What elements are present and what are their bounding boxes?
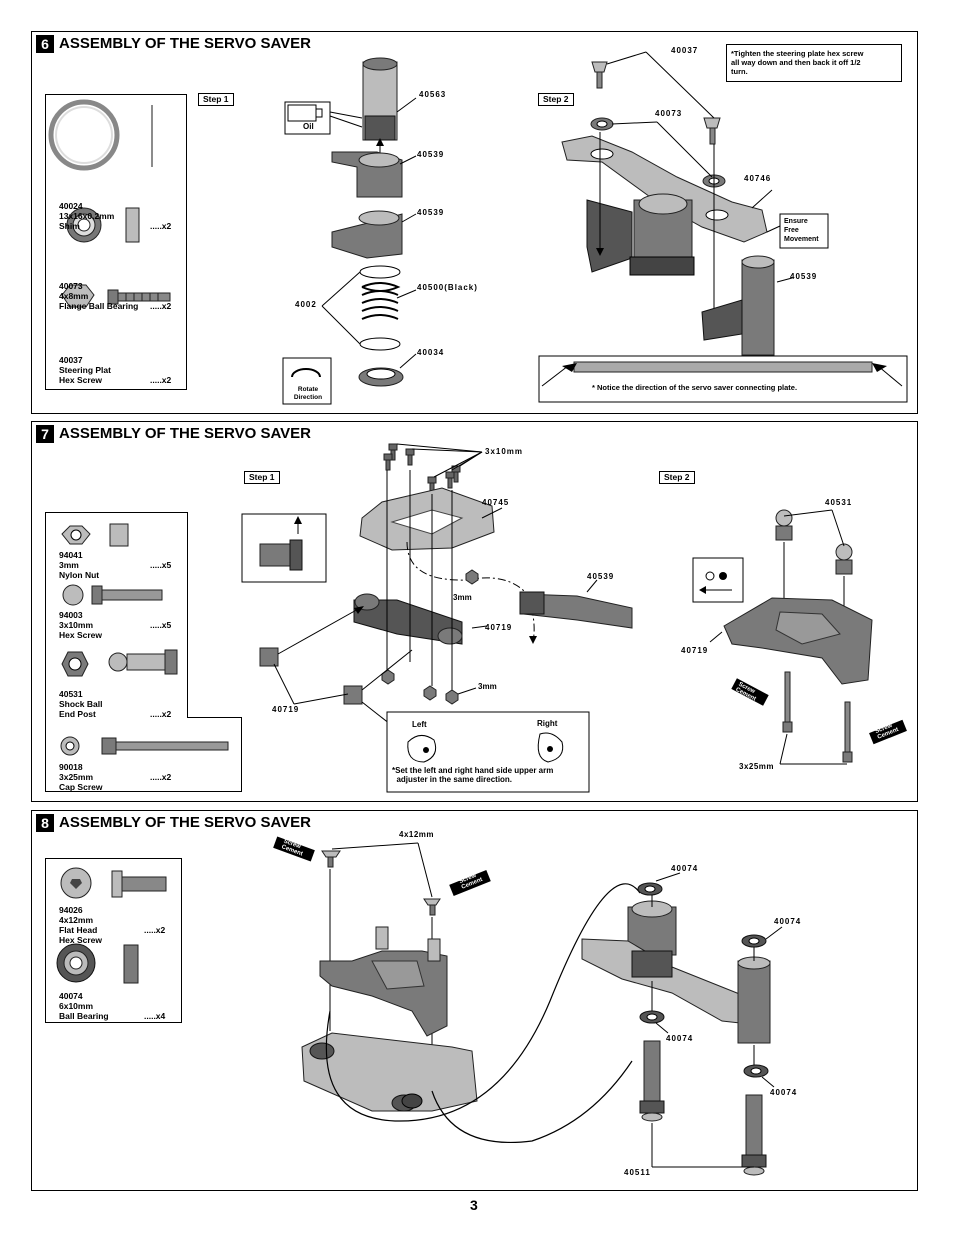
label-40074: 40074: [774, 917, 802, 926]
servo-saver-notice: * Notice the direction of the servo save…: [592, 383, 798, 392]
part-qty: .....x2: [144, 925, 166, 935]
label-3x10mm: 3x10mm: [485, 447, 524, 456]
label-40073: 40073: [655, 109, 683, 118]
label-40074: 40074: [666, 1034, 694, 1043]
label-40719: 40719: [681, 646, 709, 655]
part-qty: .....x2: [150, 772, 172, 782]
page-number: 3: [470, 1197, 478, 1213]
section-number: 6: [36, 35, 54, 53]
part-desc: 13x16x0.2mm: [59, 211, 115, 221]
part-code: 94003: [59, 610, 83, 620]
part-desc: 3x25mm: [59, 772, 94, 782]
step-2-illustration: [538, 51, 908, 403]
step-1-label: Step 1: [244, 471, 280, 484]
part-name: Flat Head: [59, 925, 98, 935]
label-oil: Oil: [303, 122, 314, 131]
label-40719: 40719: [485, 623, 513, 632]
part-qty: .....x5: [150, 560, 172, 570]
parts-illustrations: [60, 523, 229, 756]
part-name: Nylon Nut: [59, 570, 100, 580]
part-name: End Post: [59, 709, 96, 719]
step-1-illustration: [282, 57, 417, 405]
part-name: Flange Ball Bearing: [59, 301, 139, 311]
label-40531: 40531: [825, 498, 853, 507]
servo-saver-final-illustration: [273, 836, 783, 1176]
part-code: 94026: [59, 905, 83, 915]
section-number: 8: [36, 814, 54, 832]
label-right: Right: [537, 719, 558, 728]
adjuster-note: *Set the left and right hand side upper …: [392, 766, 554, 784]
part-desc: 4x8mm: [59, 291, 89, 301]
section-6: 6 ASSEMBLY OF THE SERVO SAVER 40024 13x1…: [31, 31, 918, 414]
part-qty: .....x2: [150, 301, 172, 311]
label-40539: 40539: [417, 150, 445, 159]
part-name: Shim: [59, 221, 80, 231]
parts-illustrations: [48, 99, 171, 308]
label-40034: 40034: [417, 348, 445, 357]
tighten-note-box: *Tighten the steering plate hex screw al…: [726, 44, 902, 82]
part-code: 40531: [59, 689, 83, 699]
part-qty: .....x2: [150, 221, 172, 231]
label-40563: 40563: [419, 90, 447, 99]
label-40500: 40500(Black): [417, 283, 478, 292]
label-4x12mm: 4x12mm: [399, 830, 435, 839]
label-40719: 40719: [272, 705, 300, 714]
part-desc: 4x12mm: [59, 915, 94, 925]
parts-list: 40024 13x16x0.2mm Shim .....x2 40073 4x8…: [45, 94, 187, 390]
ensure-free-movement: Ensure Free Movement: [784, 218, 819, 243]
part-qty: .....x2: [150, 375, 172, 385]
label-40074: 40074: [770, 1088, 798, 1097]
parts-list: 94026 4x12mm Flat Head Hex Screw .....x2…: [45, 858, 182, 1023]
part-name: Hex Screw: [59, 630, 102, 640]
part-code: 40037: [59, 355, 83, 365]
part-name: Cap Screw: [59, 782, 103, 792]
part-desc: 3x10mm: [59, 620, 94, 630]
part-desc: 3mm: [59, 560, 79, 570]
label-left: Left: [412, 720, 427, 729]
part-code: 40073: [59, 281, 83, 291]
section-title: ASSEMBLY OF THE SERVO SAVER: [59, 425, 312, 442]
part-code: 40024: [59, 201, 83, 211]
part-qty: .....x2: [150, 709, 172, 719]
part-code: 90018: [59, 762, 83, 772]
step-1-illustration: [241, 443, 633, 793]
tighten-note: *Tighten the steering plate hex screw al…: [731, 49, 864, 76]
label-40511: 40511: [624, 1168, 651, 1177]
label-rotate-direction: Rotate Direction: [293, 386, 323, 401]
parts-list-extension: [45, 717, 242, 792]
part-name: Ball Bearing: [59, 1011, 109, 1021]
label-40539: 40539: [587, 572, 615, 581]
part-name: Hex Screw: [59, 935, 102, 945]
label-40037: 40037: [671, 46, 699, 55]
section-8: 8 ASSEMBLY OF THE SERVO SAVER 94026 4x12…: [31, 810, 918, 1191]
part-name: Hex Screw: [59, 375, 102, 385]
section-number: 7: [36, 425, 54, 443]
step-2-label: Step 2: [659, 471, 695, 484]
label-40539: 40539: [790, 272, 818, 281]
label-3mm: 3mm: [478, 682, 497, 691]
parts-illustrations: [56, 867, 167, 984]
label-40539: 40539: [417, 208, 445, 217]
part-desc: Shock Ball: [59, 699, 103, 709]
part-desc: Steering Plat: [59, 365, 111, 375]
label-3x25mm: 3x25mm: [739, 762, 775, 771]
step-2-illustration: [692, 509, 907, 765]
section-title: ASSEMBLY OF THE SERVO SAVER: [59, 35, 312, 52]
step-1-label: Step 1: [198, 93, 234, 106]
label-40745: 40745: [482, 498, 510, 507]
section-7: 7 ASSEMBLY OF THE SERVO SAVER 94041 3mm …: [31, 421, 918, 802]
label-4002: 4002: [295, 300, 317, 309]
label-3mm: 3mm: [453, 593, 472, 602]
part-code: 94041: [59, 550, 83, 560]
label-40074: 40074: [671, 864, 699, 873]
section-title: ASSEMBLY OF THE SERVO SAVER: [59, 814, 312, 831]
part-desc: 6x10mm: [59, 1001, 94, 1011]
step-2-label: Step 2: [538, 93, 574, 106]
part-qty: .....x5: [150, 620, 172, 630]
label-40746: 40746: [744, 174, 772, 183]
part-code: 40074: [59, 991, 83, 1001]
part-qty: .....x4: [144, 1011, 166, 1021]
